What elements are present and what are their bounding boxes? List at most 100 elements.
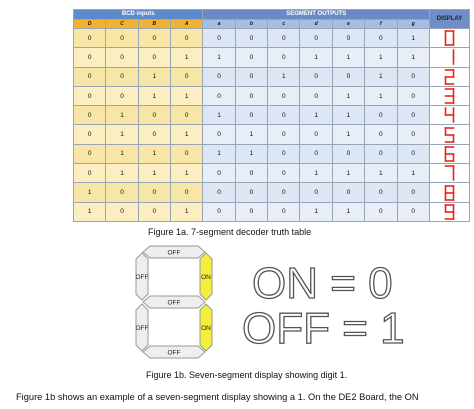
input-cell-c: 0 [105, 66, 139, 87]
segment-outputs-header: SEGMENT OUTPUTS [202, 9, 430, 20]
segment-cell-a: 0 [202, 85, 236, 107]
segment-cell-b: 0 [234, 201, 269, 222]
seven-segment-digit-glyph [452, 49, 455, 66]
segment-cell-b: 0 [234, 85, 269, 107]
segment-cell-d: 0 [299, 66, 333, 87]
segment-cell-g: 0 [396, 124, 430, 145]
seven-segment-digit-glyph [444, 165, 455, 182]
segment-d-label: OFF [168, 350, 181, 357]
seven-segment-digit-glyph [444, 30, 455, 46]
segment-cell-f: 0 [364, 27, 398, 49]
segment-cell-c: 0 [267, 201, 301, 222]
input-cell-c: 0 [105, 85, 139, 107]
figure-1a-caption: Figure 1a. 7-segment decoder truth table [148, 227, 312, 237]
input-cell-d: 0 [72, 124, 107, 145]
segment-cell-d: 0 [299, 27, 333, 49]
input-cell-b: 1 [137, 66, 172, 87]
segment-cell-e: 0 [331, 143, 366, 165]
display-digit [430, 88, 469, 104]
input-cell-b: 0 [137, 27, 172, 49]
segment-cell-c: 0 [267, 182, 301, 203]
seven-segment-digit-glyph [444, 184, 455, 201]
segment-cell-d: 1 [299, 47, 333, 68]
segment-cell-f: 1 [364, 163, 398, 184]
segment-cell-f: 1 [364, 47, 398, 68]
input-cell-b: 0 [137, 105, 172, 126]
segment-cell-a: 1 [202, 47, 236, 68]
segment-cell-a: 0 [202, 124, 236, 145]
display-cell [428, 27, 471, 49]
input-cell-c: 1 [105, 163, 139, 184]
display-cell [428, 143, 471, 165]
column-header-b: b [234, 19, 269, 29]
segment-cell-c: 0 [267, 27, 301, 49]
legend-on-text: ON = 0 [252, 259, 393, 308]
seven-segment-digit-glyph [444, 146, 455, 162]
segment-cell-c: 1 [267, 66, 301, 87]
segment-cell-e: 1 [331, 105, 366, 126]
input-cell-c: 0 [105, 47, 139, 68]
segment-cell-c: 0 [267, 105, 301, 126]
segment-b [199, 252, 213, 301]
segment-cell-c: 0 [267, 85, 301, 107]
column-header-a: a [202, 19, 236, 29]
segment-cell-a: 0 [202, 27, 236, 49]
segment-cell-g: 1 [396, 163, 430, 184]
input-cell-d: 0 [72, 27, 107, 49]
column-header-d: D [72, 19, 107, 29]
segment-g-label: OFF [168, 300, 181, 307]
segment-g [142, 295, 206, 309]
segment-cell-e: 0 [331, 182, 366, 203]
segment-cell-e: 0 [331, 27, 366, 49]
input-cell-c: 1 [105, 143, 139, 165]
column-header-a: A [170, 19, 204, 29]
input-cell-b: 1 [137, 163, 172, 184]
segment-cell-d: 1 [299, 201, 333, 222]
body-paragraph: Figure 1b shows an example of a seven-se… [16, 392, 419, 402]
segment-cell-a: 1 [202, 105, 236, 126]
column-header-g: g [396, 19, 430, 29]
seven-segment-digit-glyph [444, 88, 455, 104]
segment-f-label: OFF [136, 274, 149, 281]
segment-cell-f: 0 [364, 105, 398, 126]
segment-cell-b: 0 [234, 163, 269, 184]
input-cell-a: 1 [170, 163, 204, 184]
input-cell-b: 0 [137, 47, 172, 68]
input-cell-a: 1 [170, 85, 204, 107]
segment-cell-a: 0 [202, 201, 236, 222]
legend-off-text: OFF = 1 [242, 304, 405, 353]
segment-cell-f: 0 [364, 201, 398, 222]
column-header-c: C [105, 19, 139, 29]
display-cell [428, 47, 471, 68]
column-header-c: c [267, 19, 301, 29]
segment-cell-d: 0 [299, 182, 333, 203]
segment-cell-d: 0 [299, 124, 333, 145]
input-cell-a: 0 [170, 105, 204, 126]
bcd-inputs-header: BCD inputs [72, 9, 204, 20]
input-cell-b: 1 [137, 143, 172, 165]
column-header-d: d [299, 19, 333, 29]
segment-cell-e: 1 [331, 124, 366, 145]
display-cell [428, 163, 471, 184]
segment-cell-b: 1 [234, 143, 269, 165]
segment-f [135, 252, 149, 301]
segment-cell-d: 1 [299, 163, 333, 184]
segment-cell-e: 0 [331, 66, 366, 87]
segment-cell-g: 0 [396, 201, 430, 222]
seven-segment-digit-glyph [444, 126, 455, 143]
segment-cell-e: 1 [331, 163, 366, 184]
input-cell-d: 0 [72, 66, 107, 87]
display-cell [428, 182, 471, 203]
figure-1b-caption: Figure 1b. Seven-segment display showing… [146, 370, 348, 380]
segment-cell-b: 0 [234, 47, 269, 68]
